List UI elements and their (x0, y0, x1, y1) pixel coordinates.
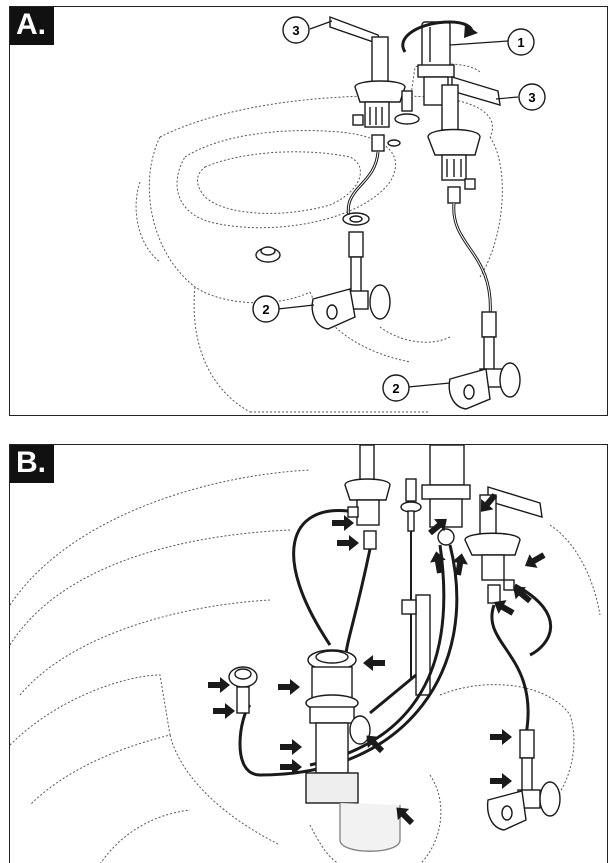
right-handle-valve-b (464, 486, 543, 604)
svg-text:2: 2 (262, 302, 269, 317)
callout-1: 1 (507, 28, 535, 56)
panel-b-illustration (10, 445, 601, 863)
svg-text:3: 3 (292, 23, 299, 38)
right-stop-valve (448, 311, 521, 410)
right-supply-hose (452, 202, 492, 318)
check-point-arrow-icon (363, 655, 385, 671)
drain-flange (255, 246, 281, 263)
panel-a-label: A. (10, 7, 54, 45)
right-handle-valve (427, 76, 501, 204)
panel-a-illustration: 3 1 3 2 2 (135, 15, 546, 413)
faucet-mixer (417, 21, 455, 106)
callout-3-top: 3 (282, 16, 310, 44)
left-stop-valve (311, 212, 391, 330)
check-point-arrow-icon (428, 549, 448, 575)
callout-2-left: 2 (252, 295, 280, 323)
left-handle-valve-b (344, 445, 391, 550)
right-stop-valve-b (486, 729, 561, 831)
check-point-arrow-icon (213, 703, 235, 719)
pop-up-rod (387, 90, 420, 147)
rotate-arrow-head-icon (464, 24, 478, 38)
callout-3-right: 3 (518, 83, 546, 111)
pop-up-linkage-b (369, 594, 431, 715)
panel-b-leak-check-view: B. (9, 444, 608, 863)
check-point-arrow-icon (490, 773, 512, 789)
check-point-arrow-icon (208, 677, 230, 693)
drain-plug-b (228, 666, 258, 714)
callout-leaders (277, 20, 519, 388)
check-point-arrow-icon (337, 535, 359, 551)
svg-text:3: 3 (528, 90, 535, 105)
panel-b-label: B. (10, 445, 54, 483)
svg-text:1: 1 (517, 35, 524, 50)
callout-2-right: 2 (382, 374, 410, 402)
check-point-arrow-icon (278, 679, 300, 695)
svg-text:2: 2 (392, 381, 399, 396)
left-supply-hose (346, 151, 380, 223)
bidet-outline-b (10, 469, 601, 863)
check-point-arrow-icon (280, 739, 302, 755)
left-handle-valve (329, 15, 406, 152)
panel-a-installation-view: A. (9, 6, 608, 416)
check-point-arrow-icon (520, 548, 548, 573)
check-point-arrow-icon (490, 729, 512, 745)
drain-assembly-b (305, 649, 401, 852)
